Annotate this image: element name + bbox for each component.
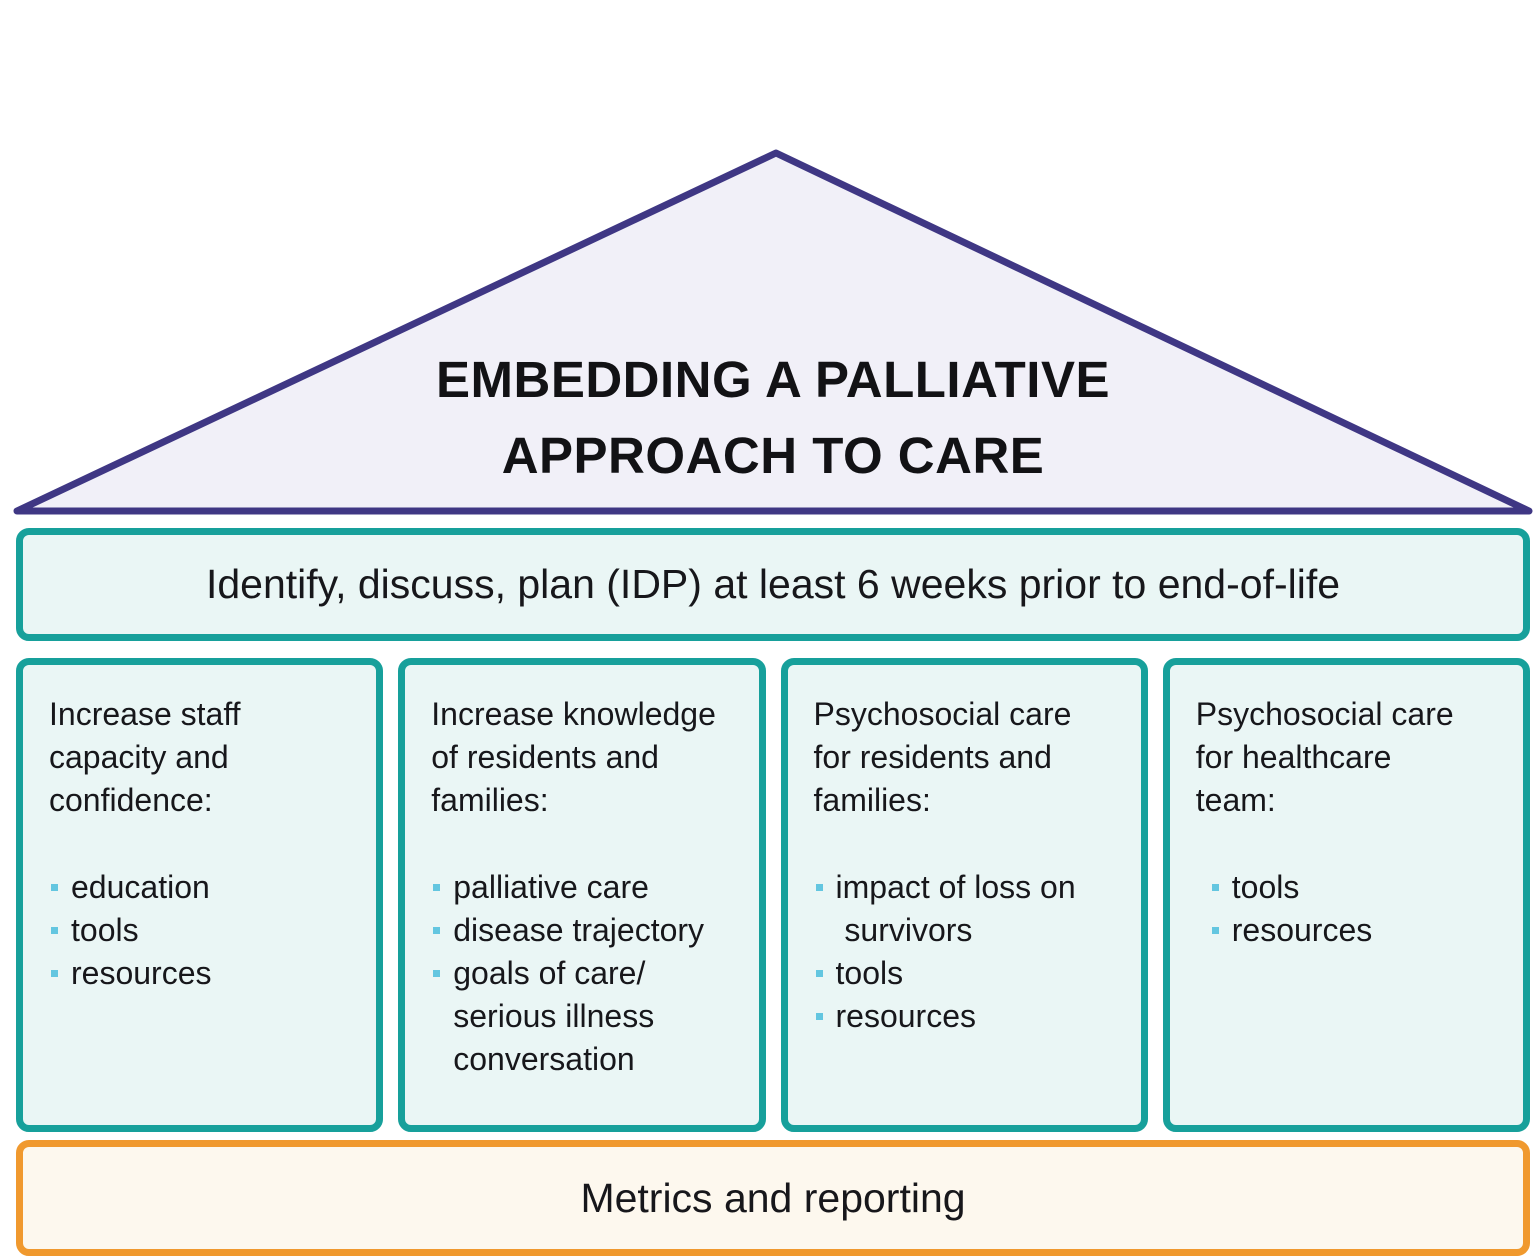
bullet-square-icon bbox=[433, 927, 441, 934]
bullet-square-icon bbox=[1211, 927, 1219, 934]
bullet-square-icon bbox=[51, 884, 58, 891]
list-item: tools bbox=[51, 909, 356, 952]
list-item: tools bbox=[1211, 866, 1503, 909]
list-item-text: palliative care bbox=[453, 869, 649, 905]
idp-banner-text: Identify, discuss, plan (IDP) at least 6… bbox=[205, 560, 1341, 607]
pillars-row: Increase staff capacity and confidence: … bbox=[16, 658, 1530, 1132]
pillar-heading: Increase knowledge of residents and fami… bbox=[431, 696, 716, 818]
list-item: tools bbox=[815, 952, 1121, 995]
bullet-square-icon bbox=[51, 970, 58, 977]
pillar-heading: Psychosocial care for healthcare team: bbox=[1195, 696, 1454, 818]
pillar-psychosocial-team: Psychosocial care for healthcare team: t… bbox=[1162, 658, 1530, 1132]
bullet-square-icon bbox=[1211, 884, 1219, 891]
idp-banner: Identify, discuss, plan (IDP) at least 6… bbox=[16, 528, 1530, 641]
diagram-title: EMBEDDING A PALLIATIVE APPROACH TO CARE bbox=[436, 351, 1110, 484]
list-item: resources bbox=[1211, 909, 1503, 952]
roof-shape bbox=[13, 149, 1533, 515]
pillar-psychosocial-residents: Psychosocial care for residents and fami… bbox=[780, 658, 1148, 1132]
list-item-text: impact of loss on survivors bbox=[835, 869, 1076, 948]
list-item: disease trajectory bbox=[433, 909, 738, 952]
metrics-foundation-bar: Metrics and reporting bbox=[16, 1140, 1530, 1256]
bullet-square-icon bbox=[51, 927, 58, 934]
metrics-bar-text: Metrics and reporting bbox=[580, 1174, 966, 1221]
list-item-text: resources bbox=[835, 998, 977, 1034]
list-item-text: disease trajectory bbox=[453, 912, 705, 948]
pillar-staff-capacity: Increase staff capacity and confidence: … bbox=[16, 658, 384, 1132]
list-item: resources bbox=[815, 995, 1121, 1038]
bullet-square-icon bbox=[815, 970, 823, 977]
pillar-list: palliative care disease trajectory goals… bbox=[431, 866, 738, 1081]
list-item: education bbox=[51, 866, 356, 909]
bullet-square-icon bbox=[815, 1013, 823, 1020]
pillar-heading: Increase staff capacity and confidence: bbox=[49, 696, 241, 818]
list-item: goals of care/ serious illness conversat… bbox=[433, 952, 738, 1081]
pillar-heading: Psychosocial care for residents and fami… bbox=[813, 696, 1072, 818]
pillar-knowledge: Increase knowledge of residents and fami… bbox=[398, 658, 766, 1132]
list-item-text: resources bbox=[71, 955, 212, 991]
list-item: impact of loss on survivors bbox=[815, 866, 1121, 952]
list-item-text: tools bbox=[1231, 869, 1300, 905]
pillar-list: tools resources bbox=[1196, 866, 1503, 952]
pillar-list: impact of loss on survivors tools resour… bbox=[814, 866, 1121, 1038]
bullet-square-icon bbox=[433, 884, 441, 891]
list-item-text: education bbox=[71, 869, 210, 905]
list-item-text: tools bbox=[835, 955, 904, 991]
list-item: palliative care bbox=[433, 866, 738, 909]
roof-triangle bbox=[13, 149, 1533, 515]
list-item-text: resources bbox=[1231, 912, 1373, 948]
list-item-text: tools bbox=[71, 912, 139, 948]
bullet-square-icon bbox=[815, 884, 823, 891]
bullet-square-icon bbox=[433, 970, 441, 977]
list-item-text: goals of care/ serious illness conversat… bbox=[453, 955, 655, 1077]
list-item: resources bbox=[51, 952, 356, 995]
pillar-list: education tools resources bbox=[49, 866, 356, 995]
